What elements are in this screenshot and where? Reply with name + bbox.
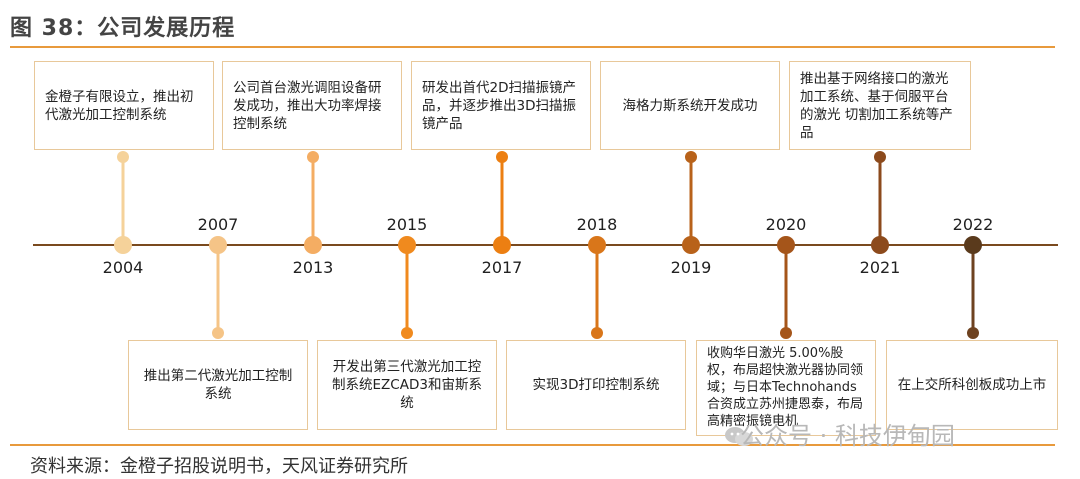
year-label-2004: 2004	[102, 258, 144, 277]
year-label-2007: 2007	[197, 215, 239, 234]
year-label-2017: 2017	[481, 258, 523, 277]
node-2021	[871, 236, 889, 254]
event-box-2018: 实现3D打印控制系统	[506, 340, 686, 430]
watermark-text: 公众号 · 科技伊甸园	[740, 422, 955, 450]
year-label-2021: 2021	[859, 258, 901, 277]
node-small-2015	[401, 327, 413, 339]
year-label-2013: 2013	[292, 258, 334, 277]
event-box-2022: 在上交所科创板成功上市	[886, 340, 1058, 430]
node-2017	[493, 236, 511, 254]
node-small-2004	[117, 151, 129, 163]
node-small-2007	[212, 327, 224, 339]
year-label-2018: 2018	[576, 215, 618, 234]
node-2007	[209, 236, 227, 254]
event-box-2007: 推出第二代激光加工控制系统	[128, 340, 308, 430]
event-box-2004: 金橙子有限设立，推出初代激光加工控制系统	[34, 61, 214, 150]
node-2020	[777, 236, 795, 254]
event-box-2013: 公司首台激光调阻设备研发成功，推出大功率焊接控制系统	[222, 61, 402, 150]
event-box-2020: 收购华日激光 5.00%股权，布局超快激光器协同领域；与日本Technohand…	[696, 340, 876, 436]
figure-title: 图 38：公司发展历程	[10, 16, 236, 41]
node-2018	[588, 236, 606, 254]
year-label-2020: 2020	[765, 215, 807, 234]
year-label-2022: 2022	[952, 215, 994, 234]
source-note: 资料来源：金橙子招股说明书，天风证券研究所	[30, 456, 408, 477]
event-box-2021: 推出基于网络接口的激光加工系统、基于伺服平台的激光 切割加工系统等产品	[789, 61, 971, 150]
event-box-2019: 海格力斯系统开发成功	[600, 61, 780, 150]
node-2015	[398, 236, 416, 254]
bottom-rule	[10, 444, 1055, 446]
node-small-2020	[780, 327, 792, 339]
node-2013	[304, 236, 322, 254]
node-2019	[682, 236, 700, 254]
node-small-2022	[967, 327, 979, 339]
node-small-2018	[591, 327, 603, 339]
year-label-2019: 2019	[670, 258, 712, 277]
event-box-2015: 开发出第三代激光加工控制系统EZCAD3和宙斯系统	[317, 340, 497, 430]
node-small-2013	[307, 151, 319, 163]
event-box-2017: 研发出首代2D扫描振镜产品，并逐步推出3D扫描振镜产品	[411, 61, 591, 150]
node-small-2019	[685, 151, 697, 163]
year-label-2015: 2015	[386, 215, 428, 234]
node-small-2017	[496, 151, 508, 163]
node-2022	[964, 236, 982, 254]
node-2004	[114, 236, 132, 254]
node-small-2021	[874, 151, 886, 163]
wechat-icon	[725, 427, 753, 446]
top-rule	[10, 46, 1055, 48]
